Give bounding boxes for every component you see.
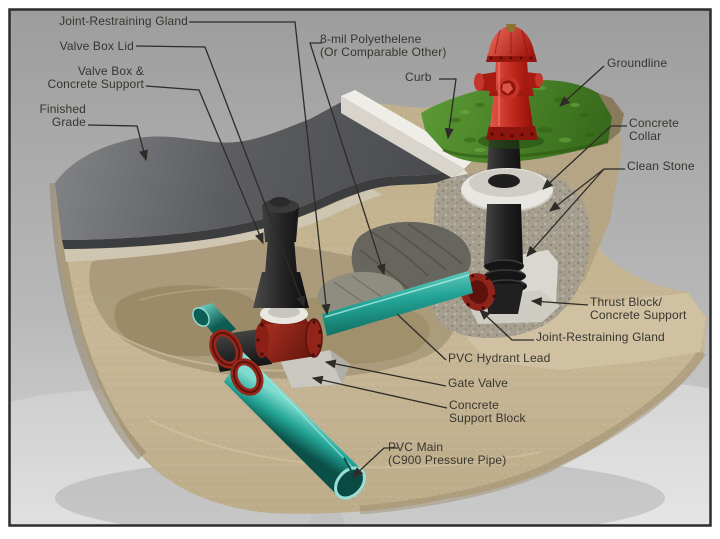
concrete-collar	[461, 168, 553, 213]
leader-joint-restraining-gland-right	[479, 309, 534, 341]
leader-groundline	[559, 65, 605, 107]
polyethylene-sheet	[317, 221, 471, 318]
right-nozzle	[526, 72, 543, 88]
leader-concrete-collar	[542, 125, 627, 190]
leader-clean-stone-b	[526, 168, 605, 257]
valve-box-lid-shape	[270, 197, 290, 207]
hydrant-base-flange	[486, 126, 538, 140]
left-nozzle	[474, 72, 496, 92]
bottom-right-shading	[359, 349, 706, 515]
leader-valve-box-support	[145, 85, 264, 245]
leader-pvc-hydrant-lead	[396, 313, 447, 361]
elbow-body	[486, 284, 524, 314]
leader-curb	[439, 78, 457, 140]
leader-8mil-polyethelene	[309, 42, 386, 276]
lower-barrel	[484, 204, 523, 264]
hydrant-lower-body	[490, 93, 533, 127]
leader-thrust-block	[530, 297, 589, 307]
front-nozzle-cap	[496, 76, 520, 100]
leader-pvc-main	[352, 447, 398, 478]
asphalt-top	[55, 100, 462, 240]
asphalt-front-face	[62, 167, 462, 249]
leader-concrete-support-block	[311, 375, 448, 409]
pvc-hydrant-lead-pipe	[322, 271, 473, 336]
image-frame	[8, 8, 712, 527]
left-edge-shading	[49, 182, 147, 460]
leader-gate-valve	[324, 359, 447, 387]
asphalt-finished-grade	[55, 100, 462, 262]
leader-lines	[87, 21, 627, 478]
operating-nut	[506, 24, 516, 32]
restraining-glands	[209, 329, 264, 396]
asphalt-subbase	[64, 189, 382, 262]
leader-valve-box-lid	[135, 45, 305, 308]
leader-joint-restraining-gland-top	[189, 21, 331, 316]
leader-finished-grade	[87, 124, 148, 162]
fire-hydrant	[474, 24, 544, 149]
